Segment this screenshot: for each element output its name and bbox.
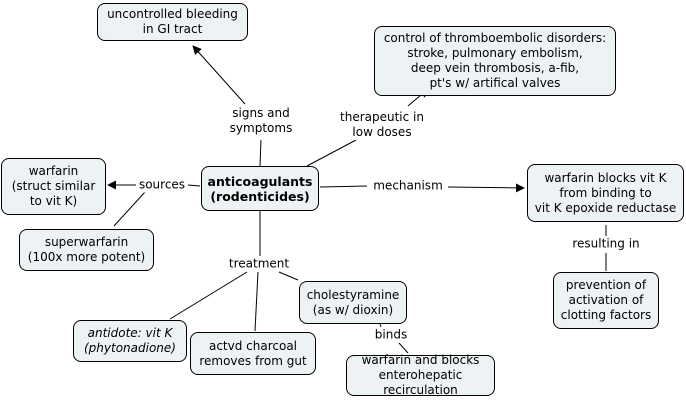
link-label-mechanism: mechanism — [373, 178, 443, 194]
node-thromboembolic-control[interactable]: control of thromboembolic disorders: str… — [374, 26, 616, 96]
link-binds-line-1: binds — [374, 327, 408, 342]
arrow-signs-to-bleeding — [192, 45, 246, 105]
node-center-line-1: anticoagulants — [207, 173, 313, 189]
node-bleeding-line-1: uncontrolled bleeding — [107, 7, 238, 21]
node-warfarin-line-3: to vit K) — [29, 194, 78, 208]
link-signs-line-2: symptoms — [229, 121, 293, 135]
link-label-signs: signs and symptoms — [229, 106, 293, 136]
link-label-therapeutic: therapeutic in low doses — [340, 110, 424, 140]
node-control-line-3: deep vein thrombosis, a-fib, — [410, 61, 580, 75]
node-antidote-line-1: antidote: vit K — [87, 326, 173, 340]
node-antidote-line-2: (phytonadione) — [84, 341, 176, 355]
node-charcoal-line-1: actvd charcoal — [208, 338, 298, 353]
node-superwarfarin[interactable]: superwarfarin (100x more potent) — [19, 229, 154, 271]
node-cholestyramine-line-1: cholestyramine — [306, 287, 400, 302]
node-warfarin[interactable]: warfarin (struct similar to vit K) — [1, 158, 106, 215]
node-center-line-2: (rodenticides) — [210, 188, 310, 204]
node-mechanism-line-1: warfarin blocks vit K — [544, 170, 667, 185]
node-antidote[interactable]: antidote: vit K (phytonadione) — [73, 320, 187, 362]
link-signs-line-1: signs and — [232, 106, 290, 120]
link-therapeutic-line-1: therapeutic in — [340, 110, 424, 124]
link-label-sources: sources — [138, 177, 186, 193]
node-charcoal[interactable]: actvd charcoal removes from gut — [190, 332, 316, 375]
node-mechanism-detail[interactable]: warfarin blocks vit K from binding to vi… — [527, 164, 684, 222]
link-label-resulting: resulting in — [572, 236, 640, 252]
node-enterohepatic-line-2: enterohepatic recirculation — [378, 368, 463, 397]
node-enterohepatic[interactable]: warfarin and blocks enterohepatic recirc… — [346, 353, 495, 397]
node-superwarfarin-line-2: (100x more potent) — [27, 250, 146, 264]
line-treatment-to-charcoal — [254, 271, 259, 332]
arrow-mechanism-to-node — [447, 183, 525, 193]
node-control-line-4: pt's w/ artifical valves — [429, 76, 561, 90]
node-mechanism-line-3: vit K epoxide reductase — [534, 200, 677, 215]
line-treatment-to-cholestyramine — [278, 271, 299, 281]
link-label-binds: binds — [374, 327, 408, 343]
line-binds-to-blocks — [398, 342, 409, 354]
node-superwarfarin-line-1: superwarfarin — [44, 235, 129, 249]
node-control-line-2: stroke, pulmonary embolism, — [407, 46, 583, 60]
link-therapeutic-line-2: low doses — [352, 125, 412, 139]
line-center-to-therapeutic — [306, 139, 357, 167]
line-cholestyramine-to-binds — [379, 323, 382, 328]
line-treatment-to-antidote — [169, 271, 248, 320]
node-prevention-line-2: activation of — [568, 293, 644, 307]
line-center-to-mechanism — [319, 185, 368, 188]
link-sources-line-1: sources — [138, 177, 186, 192]
link-treatment-line-1: treatment — [228, 256, 290, 271]
node-anticoagulants[interactable]: anticoagulants (rodenticides) — [201, 166, 319, 211]
node-prevention-line-3: clotting factors — [560, 308, 652, 322]
line-center-to-signs — [259, 139, 262, 167]
node-bleeding[interactable]: uncontrolled bleeding in GI tract — [97, 3, 248, 41]
node-prevention[interactable]: prevention of activation of clotting fac… — [553, 272, 659, 329]
node-charcoal-line-2: removes from gut — [199, 353, 307, 368]
node-warfarin-line-1: warfarin — [28, 164, 79, 178]
node-cholestyramine[interactable]: cholestyramine (as w/ dioxin) — [299, 281, 407, 324]
node-bleeding-line-2: in GI tract — [142, 22, 203, 36]
line-sources-to-superwarfarin — [113, 191, 146, 227]
link-label-treatment: treatment — [228, 256, 290, 272]
node-prevention-line-1: prevention of — [565, 278, 647, 292]
line-center-to-sources — [187, 184, 201, 187]
link-mechanism-line-1: mechanism — [373, 178, 443, 193]
node-enterohepatic-line-1: warfarin and blocks — [361, 353, 480, 367]
link-resulting-line-1: resulting in — [572, 236, 640, 251]
node-mechanism-line-2: from binding to — [559, 185, 652, 200]
node-cholestyramine-line-2: (as w/ dioxin) — [312, 302, 394, 317]
node-warfarin-line-2: (struct similar — [11, 179, 96, 193]
node-control-line-1: control of thromboembolic disorders: — [383, 31, 607, 45]
